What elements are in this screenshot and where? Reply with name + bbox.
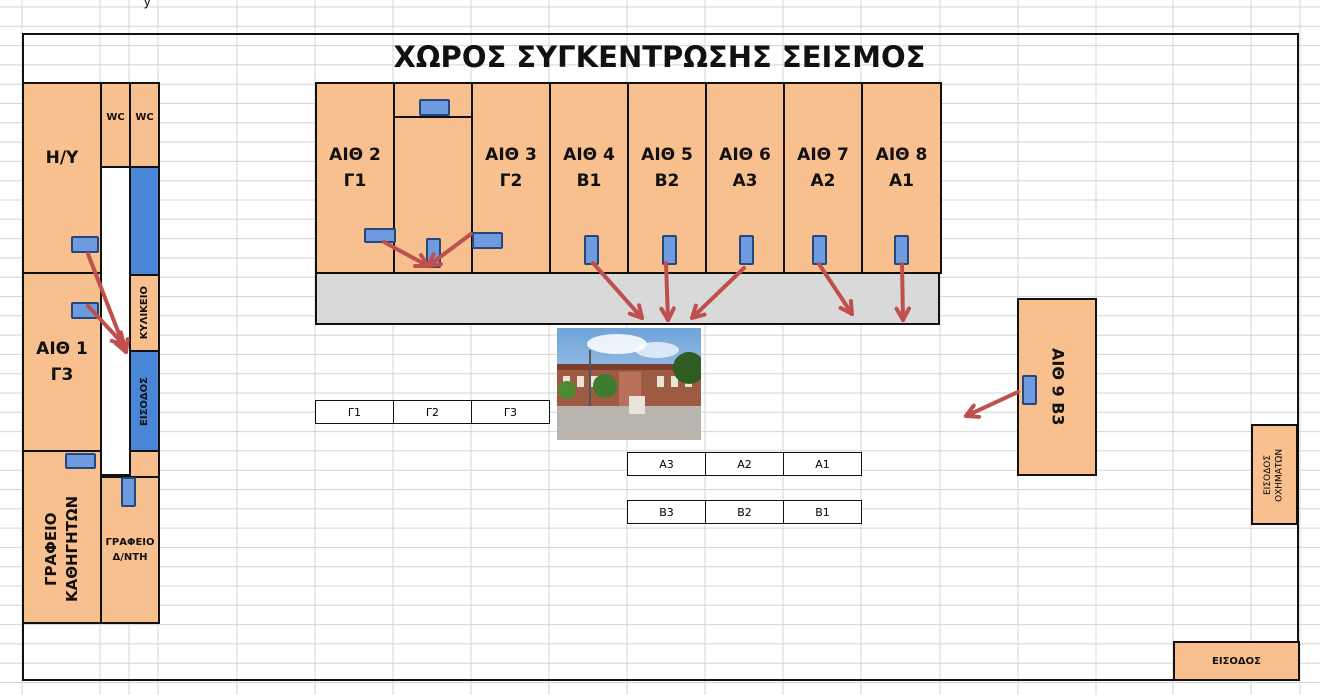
aith-1-class: Γ3 [50, 365, 74, 385]
classroom-section: Β2 [654, 171, 680, 191]
stair-landing [393, 116, 473, 118]
grafeio-dnth-line2: Δ/ΝΤΗ [112, 552, 148, 563]
assembly-cell: Α2 [705, 452, 784, 476]
assembly-cell: Α3 [627, 452, 706, 476]
classroom-section: Α1 [889, 171, 914, 191]
door-aith-5 [662, 235, 677, 265]
classroom-name: ΑΙΘ 6 [719, 144, 771, 165]
corner-mark: y [144, 0, 151, 9]
assembly-cell: Β1 [783, 500, 862, 524]
school-building-photo [557, 328, 701, 440]
door-hy [71, 236, 99, 253]
assembly-cell: Α1 [783, 452, 862, 476]
classroom-1: ΑΙΘ 2 Γ1 [315, 82, 395, 274]
assembly-cell: Γ2 [393, 400, 472, 424]
classroom-name: ΑΙΘ 8 [875, 144, 928, 165]
door-aith-9 [1022, 375, 1037, 405]
blue-strip-upper [129, 166, 160, 276]
eisodos-label: ΕΙΣΟΔΟΣ [139, 376, 150, 426]
room-kyliko: ΚΥΛΙΚΕΙΟ [129, 274, 160, 352]
door-stairs [426, 238, 441, 268]
room-aith-1: ΑΙΘ 1 Γ3 [22, 272, 102, 452]
door-aith-8 [894, 235, 909, 265]
door-stairs-top [419, 99, 450, 116]
classroom-name: ΑΙΘ 4 [563, 144, 615, 165]
classroom-name: ΑΙΘ 2 [329, 144, 381, 165]
corridor [315, 272, 940, 325]
wc-2-label: WC [135, 111, 154, 123]
door-grafeio-dnth [121, 477, 136, 507]
vehicle-entrance-label: ΕΙΣΟΔΟΣ ΟΧΗΜΑΤΩΝ [1263, 447, 1285, 502]
bottom-entrance-label: ΕΙΣΟΔΟΣ [1212, 655, 1261, 667]
assembly-cell: Β3 [627, 500, 706, 524]
room-hy-label: Η/Υ [45, 147, 79, 168]
aith-1-label: ΑΙΘ 1 [36, 338, 88, 359]
bottom-entrance: ΕΙΣΟΔΟΣ [1173, 641, 1300, 681]
classroom-section: Α2 [810, 171, 836, 191]
wc-1-label: WC [106, 111, 125, 123]
room-wc-1: WC [100, 82, 131, 168]
room-wc-2: WC [129, 82, 160, 168]
door-aith-3 [472, 232, 503, 249]
door-aith-1 [71, 302, 99, 319]
room-grafeio-kathigiton: ΓΡΑΦΕΙΟ ΚΑΘΗΓΗΤΩΝ [22, 450, 102, 624]
door-aith-7 [812, 235, 827, 265]
door-grafeio-kathigiton [65, 453, 96, 469]
classroom-section: Β1 [576, 171, 602, 191]
small-room [129, 450, 160, 478]
assembly-cell: Γ3 [471, 400, 550, 424]
vehicle-entrance: ΕΙΣΟΔΟΣ ΟΧΗΜΑΤΩΝ [1251, 424, 1298, 525]
entrance-hall: ΕΙΣΟΔΟΣ [129, 350, 160, 452]
classroom-section: Γ2 [499, 171, 523, 191]
kyliko-label: ΚΥΛΙΚΕΙΟ [139, 286, 150, 340]
classroom-name: ΑΙΘ 7 [797, 144, 849, 165]
assembly-cell: Β2 [705, 500, 784, 524]
page-title: ΧΩΡΟΣ ΣΥΓΚΕΝΤΡΩΣΗΣ ΣΕΙΣΜΟΣ [393, 40, 926, 74]
classroom-name: ΑΙΘ 3 [485, 144, 537, 165]
door-aith-4 [584, 235, 599, 265]
classroom-section: Γ1 [343, 171, 367, 191]
door-aith-6 [739, 235, 754, 265]
assembly-cell: Γ1 [315, 400, 394, 424]
grafeio-dnth-line1: ΓΡΑΦΕΙΟ [105, 537, 155, 548]
door-aith-2 [364, 228, 396, 243]
hallway [100, 166, 131, 476]
classroom-section: Α3 [732, 171, 758, 191]
classroom-name: ΑΙΘ 5 [641, 144, 693, 165]
aith-9-label: ΑΙΘ 9 Β3 [1048, 348, 1068, 426]
grafeio-kathigiton-label: ΓΡΑΦΕΙΟ ΚΑΘΗΓΗΤΩΝ [42, 495, 81, 603]
